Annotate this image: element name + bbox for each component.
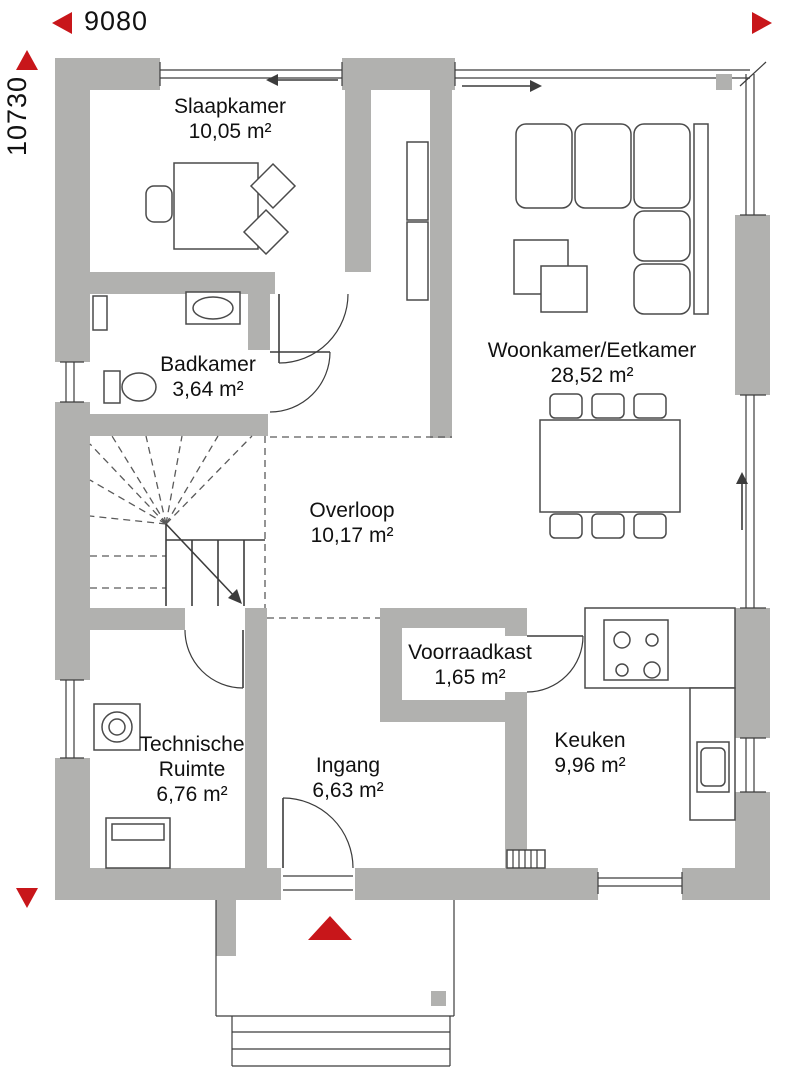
dimension-arrow-right-icon: [752, 12, 772, 34]
desk: [173, 162, 259, 250]
room-label-slaapkamer: Slaapkamer 10,05 m²: [174, 94, 286, 144]
door-voorraadkast: [526, 635, 584, 693]
bathroom-sink: [185, 291, 241, 325]
window-slide-left-arrow-icon: [266, 74, 338, 86]
window-slide-up-arrow-icon: [736, 472, 748, 530]
stairs: [89, 435, 266, 608]
room-label-overloop: Overloop 10,17 m²: [309, 498, 394, 548]
room-area: 6,63 m²: [312, 779, 384, 802]
floor-grille: [506, 849, 546, 869]
dimension-arrow-up-icon: [16, 50, 38, 70]
front-door: [282, 797, 354, 869]
room-name: Woonkamer/Eetkamer: [487, 339, 697, 362]
room-label-woonkamer: Woonkamer/Eetkamer 28,52 m²: [488, 338, 697, 388]
room-area: 28,52 m²: [550, 364, 634, 387]
room-area: 1,65 m²: [434, 666, 506, 689]
dimension-height-label: 10730: [2, 75, 32, 157]
room-label-voorraadkast: Voorraadkast 1,65 m²: [408, 640, 532, 690]
bathroom-radiator: [92, 295, 108, 331]
windows: [55, 58, 770, 900]
wardrobe: [406, 141, 429, 301]
room-area: 9,96 m²: [554, 754, 626, 777]
stairs-direction-arrow-icon: [165, 523, 242, 604]
room-name: Voorraadkast: [408, 641, 532, 664]
room-name: Badkamer: [160, 353, 256, 376]
room-name: Keuken: [554, 729, 626, 752]
room-area: 10,17 m²: [310, 524, 394, 547]
dining-chairs: [549, 393, 667, 539]
room-area: 3,64 m²: [172, 378, 244, 401]
entry-steps: [231, 1016, 451, 1067]
stove: [603, 619, 669, 681]
room-label-technische-ruimte: Technische Ruimte 6,76 m²: [117, 732, 267, 807]
coffee-tables: [513, 239, 588, 313]
room-name: Technische Ruimte: [139, 733, 245, 781]
washing-machine: [93, 703, 141, 751]
toilet: [103, 370, 157, 404]
room-boundary-dashes: [267, 436, 452, 619]
porch: [215, 900, 455, 1017]
door-technische-ruimte: [184, 629, 244, 689]
boiler-unit: [105, 817, 171, 869]
room-area: 6,76 m²: [156, 783, 228, 806]
entrance-opening: [281, 868, 355, 900]
dimension-arrow-left-icon: [52, 12, 72, 34]
room-name: Ingang: [315, 754, 381, 777]
room-label-badkamer: Badkamer 3,64 m²: [160, 352, 256, 402]
room-area: 10,05 m²: [188, 120, 272, 143]
entrance-arrow-icon: [308, 916, 352, 940]
room-label-ingang: Ingang 6,63 m²: [312, 753, 383, 803]
interior-walls: [55, 58, 527, 868]
room-name: Overloop: [309, 499, 395, 522]
window-slide-right-arrow-icon: [462, 80, 542, 92]
sofa: [515, 123, 709, 315]
room-name: Slaapkamer: [173, 95, 287, 118]
corner-pillar: [716, 74, 732, 90]
desk-chairs: [145, 162, 297, 256]
dimension-width-label: 9080: [84, 6, 149, 36]
dining-table: [539, 419, 681, 513]
kitchen-sink: [696, 741, 730, 793]
door-badkamer: [269, 351, 331, 413]
room-label-keuken: Keuken 9,96 m²: [554, 728, 625, 778]
dimension-arrow-down-icon: [16, 888, 38, 908]
